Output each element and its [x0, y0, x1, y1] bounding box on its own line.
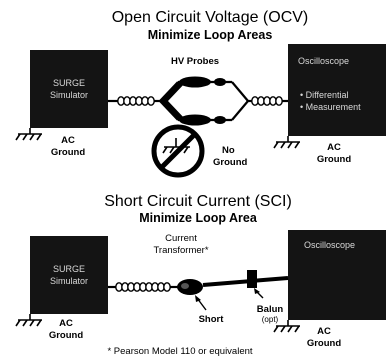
ocv-right-cable [248, 96, 288, 106]
no-ground-icon [151, 124, 205, 178]
ocv-right-ground-label: AC [327, 142, 341, 153]
short-label: Short [199, 314, 225, 325]
ocv-oscilloscope: Oscilloscope • Differential • Measuremen… [288, 44, 386, 136]
sci-scope-title: Oscilloscope [304, 240, 355, 250]
sci-right-ground-icon [273, 320, 300, 333]
sci-right-ground-label-2: Ground [307, 338, 341, 349]
ocv-scope-bullet-1: • Differential [300, 90, 349, 100]
ocv-hv-probes [159, 76, 249, 126]
balun-label: Balun [257, 304, 284, 315]
sci-subtitle: Minimize Loop Area [139, 211, 258, 225]
ocv-surge-label-2: Simulator [50, 90, 88, 100]
no-ground-label: No [222, 145, 235, 156]
sci-right-ground-label: AC [317, 326, 331, 337]
current-transformer-icon [177, 279, 203, 295]
short-arrow [195, 295, 207, 311]
ocv-surge-simulator: SURGE Simulator [30, 50, 108, 128]
ocv-left-ground-label: AC [61, 135, 75, 146]
ocv-title: Open Circuit Voltage (OCV) [112, 9, 309, 26]
footnote: * Pearson Model 110 or equivalent [107, 346, 252, 357]
sci-surge-label: SURGE [53, 264, 85, 274]
sci-surge-simulator: SURGE Simulator [30, 236, 108, 314]
ocv-scope-title: Oscilloscope [298, 56, 349, 66]
balun-arrow [254, 288, 264, 299]
balun-label-2: (opt) [262, 315, 279, 324]
sci-left-ground-label: AC [59, 318, 73, 329]
sci-cable [108, 282, 178, 292]
sci-left-ground-icon [15, 314, 42, 327]
ct-label: Current [165, 233, 197, 244]
ocv-right-ground-icon [273, 136, 300, 149]
ocv-scope-bullet-2: • Measurement [300, 102, 361, 112]
ocv-subtitle: Minimize Loop Areas [148, 28, 273, 42]
ocv-right-ground-label-2: Ground [317, 154, 351, 165]
sci-surge-label-2: Simulator [50, 276, 88, 286]
ocv-left-cable [108, 96, 160, 106]
ocv-probes-label: HV Probes [171, 56, 219, 67]
balun-icon [247, 270, 257, 288]
sci-scope-cable [202, 276, 289, 287]
ocv-surge-label: SURGE [53, 78, 85, 88]
sci-oscilloscope: Oscilloscope [288, 230, 386, 320]
sci-title: Short Circuit Current (SCI) [104, 193, 292, 210]
no-ground-label-2: Ground [213, 157, 247, 168]
ocv-left-ground-icon [15, 128, 42, 141]
ocv-left-ground-label-2: Ground [51, 147, 85, 158]
sci-left-ground-label-2: Ground [49, 330, 83, 341]
ct-label-2: Transformer* [153, 245, 208, 256]
